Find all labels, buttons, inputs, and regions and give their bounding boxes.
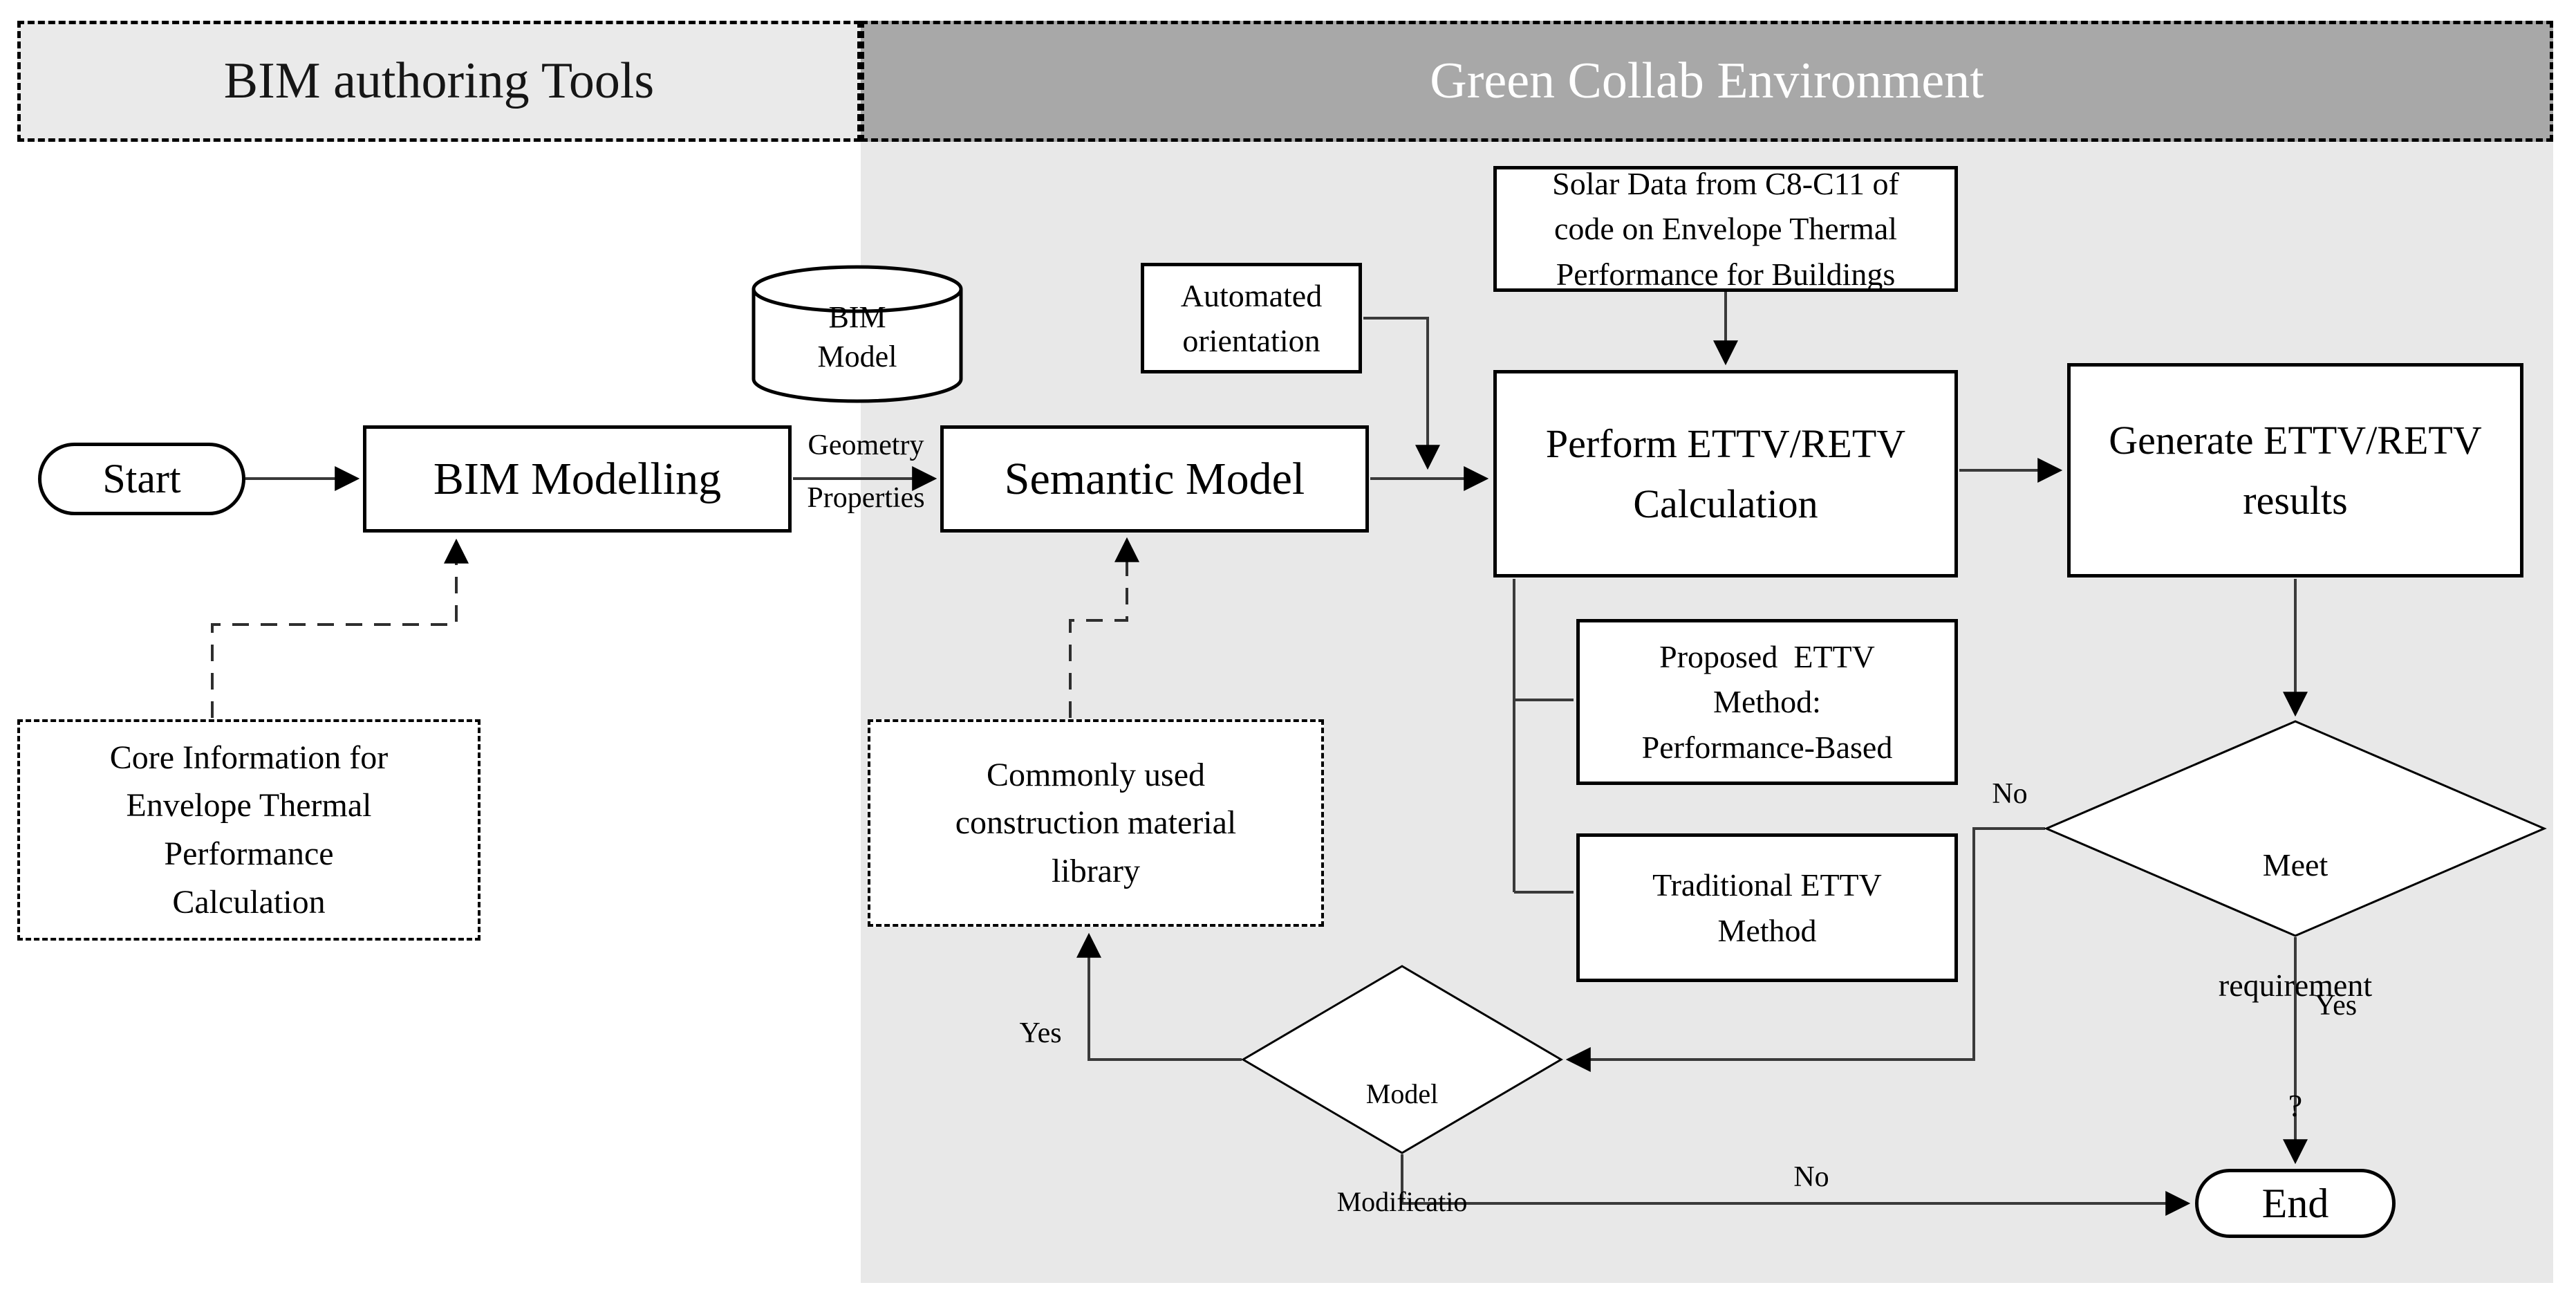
model-modification-decision bbox=[1241, 965, 1563, 1154]
meet-requirement-label: Meet requirement ? bbox=[2218, 847, 2373, 1123]
material-library-node: Commonly used construction material libr… bbox=[868, 719, 1324, 927]
start-label: Start bbox=[102, 456, 181, 501]
core-information-node: Core Information for Envelope Thermal Pe… bbox=[17, 719, 480, 941]
model-modification-label: Model Modificatio n required? bbox=[1336, 1078, 1468, 1217]
meet-requirement-decision bbox=[2044, 720, 2547, 937]
dashed-arrow-library-to-semantic bbox=[1069, 537, 1139, 718]
arrow-decision-no-to-modification bbox=[1565, 827, 2045, 1072]
semantic-model-label: Semantic Model bbox=[1004, 453, 1305, 504]
bim-model-cylinder bbox=[752, 265, 963, 403]
start-node: Start bbox=[38, 443, 245, 515]
edge-label-geometry: Geometry bbox=[808, 429, 924, 461]
arrow-automated-orientation-join bbox=[1363, 317, 1440, 470]
bim-modelling-label: BIM Modelling bbox=[433, 453, 722, 504]
end-label: End bbox=[2261, 1180, 2329, 1226]
header-green-collab-environment: Green Collab Environment bbox=[861, 21, 2553, 142]
traditional-ettv-method-node: Traditional ETTV Method bbox=[1576, 833, 1958, 982]
solar-data-node: Solar Data from C8-C11 of code on Envelo… bbox=[1493, 166, 1958, 292]
edge-label-meet-yes: Yes bbox=[2315, 990, 2358, 1022]
edge-label-meet-no: No bbox=[1992, 778, 2028, 810]
arrow-modification-yes-to-library bbox=[1076, 932, 1242, 1061]
generate-results-node: Generate ETTV/RETV results bbox=[2067, 363, 2523, 577]
edge-label-modification-no: No bbox=[1793, 1161, 1829, 1193]
edge-label-modification-yes: Yes bbox=[1019, 1017, 1062, 1049]
bim-model-label: BIM Model bbox=[817, 300, 897, 374]
automated-orientation-node: Automated orientation bbox=[1141, 263, 1362, 373]
arrow-modification-no-to-end bbox=[1401, 1154, 2191, 1216]
semantic-model-node: Semantic Model bbox=[940, 425, 1369, 533]
header-green-collab-environment-label: Green Collab Environment bbox=[1430, 53, 1984, 109]
header-bim-authoring-tools: BIM authoring Tools bbox=[17, 21, 861, 142]
end-node: End bbox=[2195, 1169, 2396, 1238]
perform-calculation-node: Perform ETTV/RETV Calculation bbox=[1493, 370, 1958, 577]
header-bim-authoring-tools-label: BIM authoring Tools bbox=[223, 53, 655, 109]
edge-label-properties: Properties bbox=[807, 482, 925, 514]
dashed-arrow-core-to-bim bbox=[211, 538, 469, 718]
proposed-ettv-method-node: Proposed ETTV Method: Performance-Based bbox=[1576, 619, 1958, 785]
bim-modelling-node: BIM Modelling bbox=[363, 425, 792, 533]
